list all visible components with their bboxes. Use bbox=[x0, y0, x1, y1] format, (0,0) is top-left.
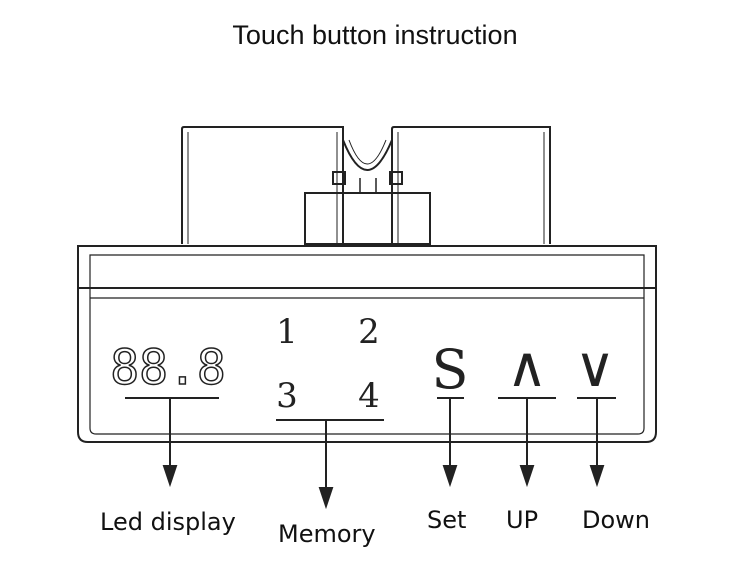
down-button[interactable]: ∨ bbox=[575, 335, 616, 400]
arrow-down-icon bbox=[318, 487, 334, 510]
label-memory: Memory bbox=[278, 520, 376, 548]
set-button[interactable]: S bbox=[432, 338, 469, 401]
center-clip bbox=[342, 139, 393, 171]
arrow-down-icon bbox=[589, 465, 605, 488]
label-led-display: Led display bbox=[100, 508, 236, 536]
arrow-down-icon bbox=[162, 465, 178, 488]
label-up: UP bbox=[506, 506, 539, 534]
housing-left-block bbox=[181, 126, 344, 244]
connector-box bbox=[304, 192, 431, 245]
led-display-digits: 88.8 bbox=[110, 340, 226, 396]
memory-button-1[interactable]: 1 bbox=[276, 312, 298, 352]
memory-button-2[interactable]: 2 bbox=[358, 312, 380, 352]
memory-button-3[interactable]: 3 bbox=[276, 376, 298, 416]
up-button[interactable]: ∧ bbox=[507, 335, 548, 400]
arrow-down-icon bbox=[442, 465, 458, 488]
arrow-down-icon bbox=[519, 465, 535, 488]
housing-right-block bbox=[391, 126, 551, 244]
panel-body bbox=[77, 245, 657, 443]
label-down: Down bbox=[582, 506, 651, 534]
label-set: Set bbox=[427, 506, 467, 534]
page-title: Touch button instruction bbox=[232, 20, 518, 50]
memory-button-4[interactable]: 4 bbox=[358, 376, 380, 416]
